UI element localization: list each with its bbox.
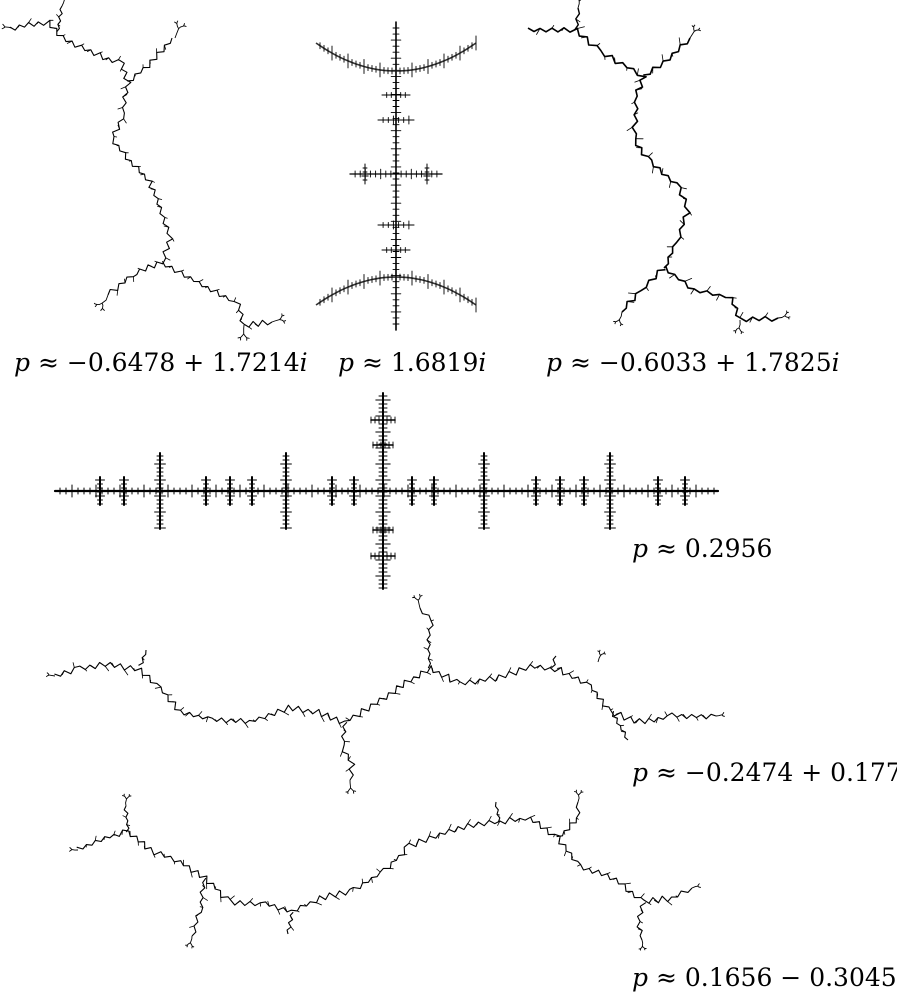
caption-d-rel: ≈ xyxy=(655,534,677,563)
caption-c: p ≈ −0.6033 + 1.7825i xyxy=(546,350,840,375)
julia-set-a xyxy=(1,0,287,341)
caption-f-value: 0.1656 − 0.3045 xyxy=(684,963,897,992)
julia-set-f xyxy=(69,789,701,951)
caption-c-imag: i xyxy=(831,348,840,377)
caption-b-rel: ≈ xyxy=(361,348,383,377)
caption-a-value: −0.6478 + 1.7214 xyxy=(66,348,300,377)
caption-d: p ≈ 0.2956 xyxy=(632,536,772,561)
caption-a-var: p xyxy=(14,348,31,377)
caption-b-var: p xyxy=(338,348,355,377)
caption-f: p ≈ 0.1656 − 0.3045i xyxy=(632,965,897,990)
caption-c-rel: ≈ xyxy=(569,348,591,377)
caption-a-imag: i xyxy=(299,348,308,377)
caption-a: p ≈ −0.6478 + 1.7214i xyxy=(14,350,308,375)
caption-e-value: −0.2474 + 0.1771 xyxy=(684,758,897,787)
caption-e-rel: ≈ xyxy=(655,758,677,787)
caption-e-var: p xyxy=(632,758,649,787)
caption-d-value: 0.2956 xyxy=(684,534,773,563)
caption-b: p ≈ 1.6819i xyxy=(338,350,486,375)
julia-set-b xyxy=(315,21,477,331)
julia-set-c xyxy=(527,0,791,335)
caption-d-var: p xyxy=(632,534,649,563)
caption-a-rel: ≈ xyxy=(37,348,59,377)
caption-e: p ≈ −0.2474 + 0.1771i xyxy=(632,760,897,785)
caption-c-value: −0.6033 + 1.7825 xyxy=(598,348,832,377)
caption-b-value: 1.6819 xyxy=(390,348,479,377)
caption-c-var: p xyxy=(546,348,563,377)
caption-b-imag: i xyxy=(478,348,487,377)
julia-set-e xyxy=(45,593,725,795)
julia-set-d xyxy=(53,392,720,590)
caption-f-rel: ≈ xyxy=(655,963,677,992)
caption-f-var: p xyxy=(632,963,649,992)
